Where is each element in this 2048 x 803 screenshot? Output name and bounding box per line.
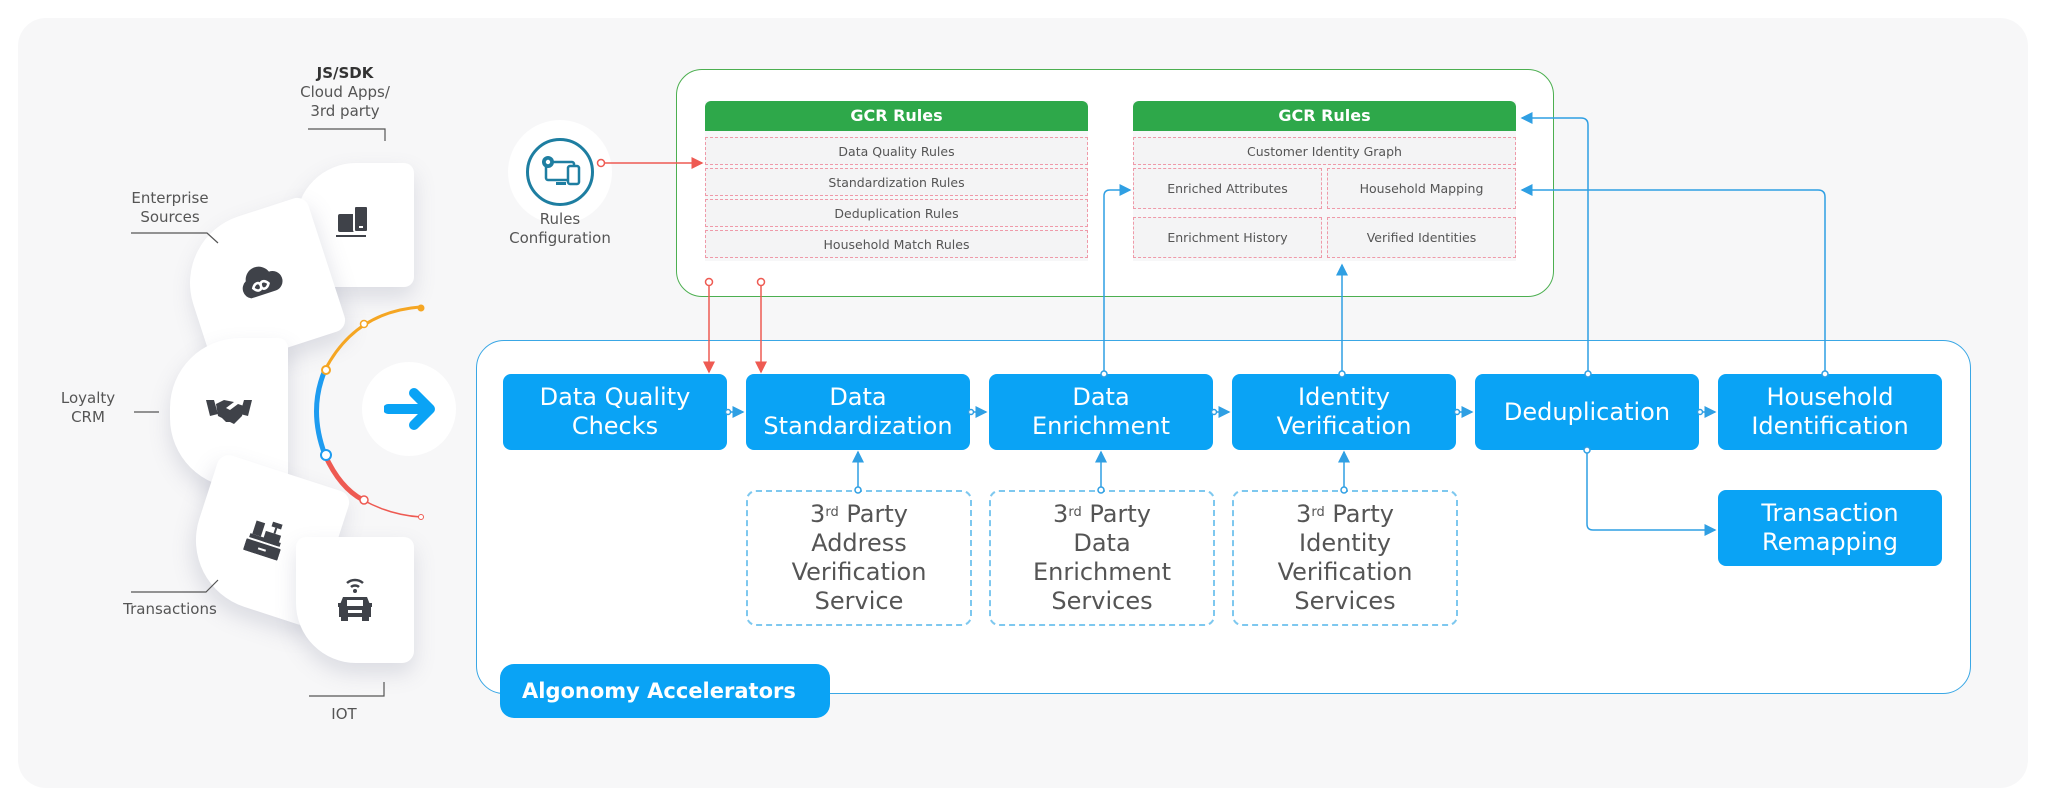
step-line1: Data Quality — [539, 383, 691, 411]
service-line: Party — [1332, 500, 1394, 528]
step-line2: Identification — [1751, 412, 1909, 440]
rules-config-line1: Rules — [539, 210, 581, 228]
gcr-right-title: GCR Rules — [1133, 101, 1516, 131]
rules-configuration-label: Rules Configuration — [490, 210, 630, 248]
household-mapping: Household Mapping — [1327, 168, 1516, 209]
algonomy-accelerators-badge: Algonomy Accelerators — [500, 664, 830, 718]
js-sdk-line2: 3rd party — [310, 102, 380, 120]
source-tile-enterprise[interactable] — [171, 194, 349, 372]
gcr-rule-standardization: Standardization Rules — [705, 168, 1088, 196]
service-ordinal-suffix: rd — [825, 505, 839, 520]
service-line: Party — [846, 500, 908, 528]
service-ordinal-suffix: rd — [1068, 505, 1082, 520]
service-ordinal: 3 — [1053, 500, 1069, 528]
service-ordinal: 3 — [810, 500, 826, 528]
flow-arrow-circle — [362, 362, 456, 456]
service-line: Service — [814, 587, 904, 615]
source-label-js-sdk: JS/SDK Cloud Apps/ 3rd party — [290, 64, 400, 121]
source-tile-iot[interactable] — [296, 537, 414, 663]
js-sdk-title: JS/SDK — [316, 64, 374, 82]
rules-configuration-icon-button[interactable] — [508, 120, 612, 224]
source-label-loyalty: Loyalty CRM — [48, 389, 128, 427]
service-ordinal: 3 — [1296, 500, 1312, 528]
rules-config-line2: Configuration — [509, 229, 611, 247]
enterprise-line2: Sources — [140, 208, 200, 226]
step-line1: Household — [1766, 383, 1894, 411]
service-line: Verification — [1277, 558, 1413, 586]
source-label-enterprise: Enterprise Sources — [120, 189, 220, 227]
devices-icon — [336, 205, 374, 244]
cloud-infinity-icon — [233, 259, 288, 307]
source-label-transactions: Transactions — [110, 600, 230, 619]
customer-identity-graph: Customer Identity Graph — [1133, 137, 1516, 165]
loyalty-line1: Loyalty — [60, 389, 116, 407]
gcr-rule-data-quality: Data Quality Rules — [705, 137, 1088, 165]
service-line: Services — [1051, 587, 1153, 615]
settings-devices-icon — [540, 154, 584, 194]
arrow-right-icon — [383, 386, 438, 436]
service-line: Services — [1294, 587, 1396, 615]
service-line: Data — [1073, 529, 1131, 557]
step-line2: Enrichment — [1031, 412, 1171, 440]
service-line: Identity — [1299, 529, 1391, 557]
service-line: Verification — [791, 558, 927, 586]
step-line2: Standardization — [763, 412, 953, 440]
step-line1: Data — [1072, 383, 1130, 411]
step-line1: Deduplication — [1503, 397, 1671, 426]
js-sdk-line1: Cloud Apps/ — [300, 83, 390, 101]
step-line1: Data — [829, 383, 887, 411]
gcr-rules-right: GCR Rules Customer Identity Graph Enrich… — [1133, 101, 1516, 261]
iot-text: IOT — [331, 705, 357, 723]
gcr-left-title: GCR Rules — [705, 101, 1088, 131]
service-ordinal-suffix: rd — [1311, 505, 1325, 520]
step-deduplication[interactable]: Deduplication — [1475, 374, 1699, 450]
enrichment-history: Enrichment History — [1133, 217, 1322, 258]
gcr-rules-left: GCR Rules Data Quality Rules Standardiza… — [705, 101, 1088, 261]
step-line1: Transaction — [1761, 499, 1899, 527]
gcr-rule-household-match: Household Match Rules — [705, 230, 1088, 258]
service-line: Address — [811, 529, 907, 557]
enriched-attributes: Enriched Attributes — [1133, 168, 1322, 209]
gcr-rule-deduplication: Deduplication Rules — [705, 199, 1088, 227]
handshake-icon — [206, 396, 252, 430]
service-line: Enrichment — [1032, 558, 1172, 586]
step-line2: Remapping — [1761, 528, 1898, 556]
verified-identities: Verified Identities — [1327, 217, 1516, 258]
step-line1: Identity — [1298, 383, 1390, 411]
service-line: Party — [1089, 500, 1151, 528]
transactions-text: Transactions — [123, 600, 217, 618]
loyalty-line2: CRM — [71, 408, 105, 426]
step-line2: Verification — [1276, 412, 1412, 440]
source-tile-transactions[interactable] — [177, 452, 353, 628]
source-label-iot: IOT — [314, 705, 374, 724]
step-line2: Checks — [571, 412, 659, 440]
cash-register-icon — [242, 515, 289, 564]
connected-car-icon — [336, 575, 374, 625]
enterprise-line1: Enterprise — [131, 189, 209, 207]
